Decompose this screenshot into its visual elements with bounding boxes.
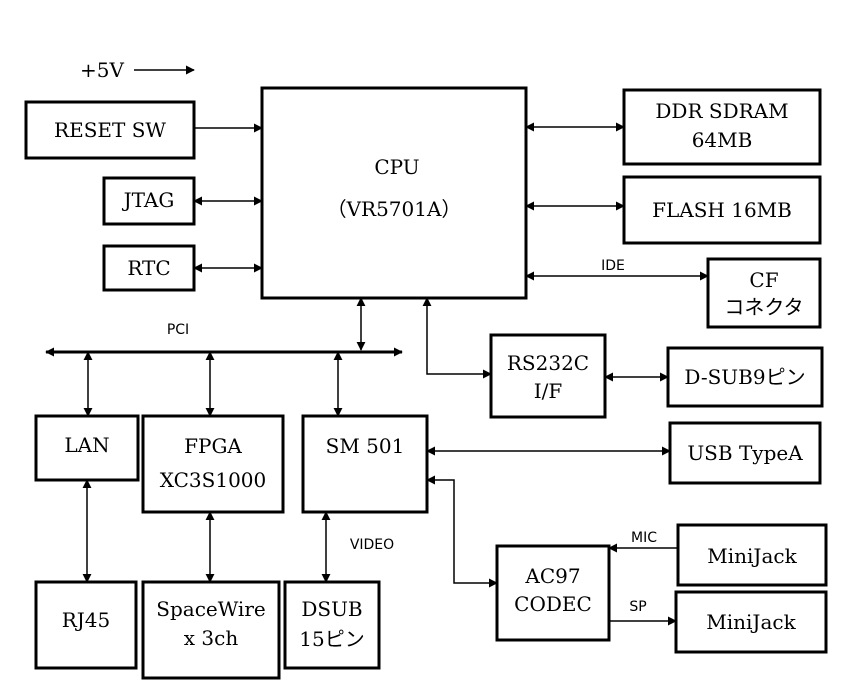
ddr-label: DDR SDRAM — [655, 99, 788, 123]
reset-sw-block: RESET SW — [24, 100, 196, 160]
rtc-block: RTC — [102, 244, 196, 292]
ide-label: IDE — [601, 258, 625, 274]
rs232c-label: RS232C — [507, 351, 589, 375]
spacewire-label: SpaceWire — [156, 597, 265, 621]
cpu-label: CPU — [374, 155, 419, 179]
flash-block: FLASH 16MB — [622, 175, 822, 245]
sm501-block: SM 501 — [301, 414, 429, 514]
mic-label: MIC — [631, 530, 657, 546]
cf-label: CF — [749, 268, 778, 292]
ac97-label: AC97 — [524, 564, 580, 588]
spacewire-block: SpaceWire x 3ch — [141, 580, 281, 680]
rtc-label: RTC — [127, 256, 170, 280]
dsub9-label: D-SUB9ピン — [684, 365, 805, 389]
rs232c-block: RS232C I/F — [489, 333, 607, 419]
cpu-model-label: （VR5701A） — [327, 197, 462, 221]
minijack-sp-label: MiniJack — [706, 610, 796, 634]
cpu-block: CPU （VR5701A） — [260, 86, 528, 300]
dsub15-block: DSUB 15ピン — [283, 580, 381, 670]
rs232c-if-label: I/F — [534, 379, 563, 403]
ddr-sdram-block: DDR SDRAM 64MB — [622, 88, 822, 166]
spacewire-channels-label: x 3ch — [184, 626, 239, 650]
rj45-label: RJ45 — [62, 608, 111, 632]
fpga-part-label: XC3S1000 — [160, 468, 267, 492]
lan-block: LAN — [34, 414, 140, 482]
codec-label: CODEC — [514, 592, 592, 616]
reset-sw-label: RESET SW — [54, 118, 166, 142]
power-label: +5V — [80, 58, 124, 82]
sm501-label: SM 501 — [326, 434, 405, 458]
cpu-rs232c-arrow — [422, 297, 492, 379]
dsub9-block: D-SUB9ピン — [666, 346, 824, 408]
jtag-label: JTAG — [122, 188, 175, 212]
usb-typea-block: USB TypeA — [668, 421, 822, 485]
lan-label: LAN — [64, 433, 109, 457]
sm501-ac97-arrow — [426, 475, 498, 588]
jtag-block: JTAG — [102, 176, 196, 226]
ac97-codec-block: AC97 CODEC — [495, 544, 611, 642]
usb-label: USB TypeA — [687, 441, 803, 465]
pci-label: PCI — [167, 322, 189, 338]
dsub15-pins-label: 15ピン — [299, 627, 364, 651]
fpga-block: FPGA XC3S1000 — [141, 414, 285, 514]
dsub15-label: DSUB — [301, 597, 362, 621]
sp-label: SP — [629, 599, 646, 615]
rj45-block: RJ45 — [34, 580, 138, 670]
fpga-label: FPGA — [184, 434, 242, 458]
flash-label: FLASH 16MB — [652, 198, 792, 222]
minijack-mic-label: MiniJack — [707, 544, 797, 568]
video-label: VIDEO — [350, 537, 394, 553]
cf-connector-block: CF コネクタ — [706, 257, 822, 329]
ddr-size-label: 64MB — [692, 128, 753, 152]
minijack-mic-block: MiniJack — [676, 523, 828, 587]
cf-connector-label: コネクタ — [724, 295, 803, 319]
minijack-sp-block: MiniJack — [674, 590, 828, 654]
